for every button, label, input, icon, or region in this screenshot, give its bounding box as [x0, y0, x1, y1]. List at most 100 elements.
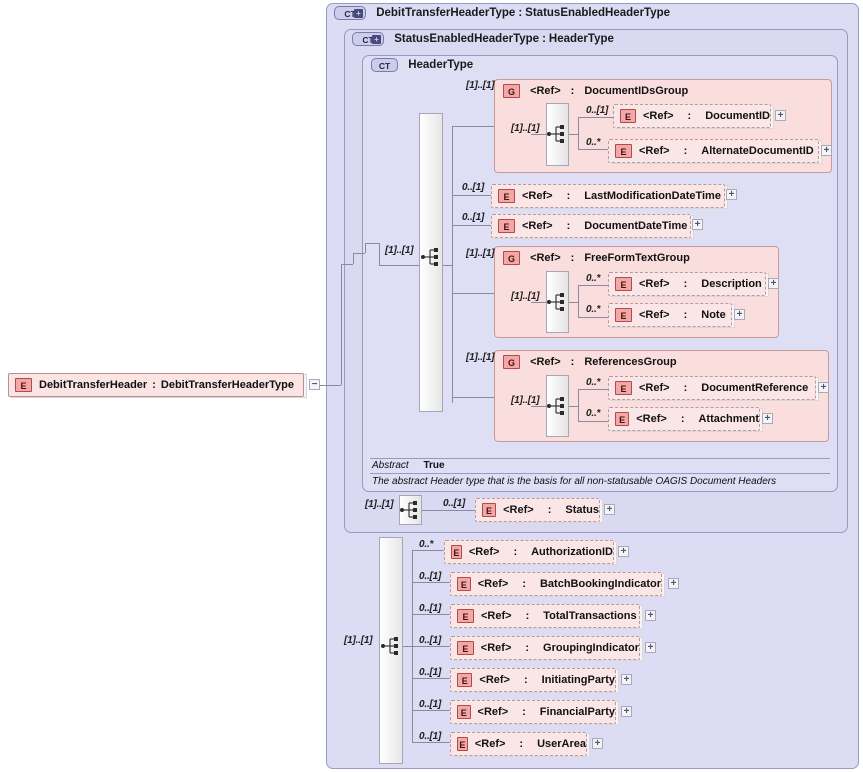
expander-financialparty[interactable]: +: [621, 706, 632, 717]
element-node-note[interactable]: E <Ref>:Note: [608, 303, 732, 327]
outer-sequence-bar[interactable]: [379, 537, 403, 764]
cardinality-documentreference: 0..*: [586, 377, 601, 388]
element-node-documentdatetime[interactable]: E <Ref>:DocumentDateTime: [491, 214, 691, 238]
group-sep-2: :: [570, 355, 575, 368]
annotation-abstract-key: Abstract: [372, 460, 409, 471]
element-node-groupingindicator[interactable]: E <Ref>:GroupingIndicator: [450, 636, 640, 660]
expander-alternatedocumentid[interactable]: +: [821, 145, 832, 156]
element-node-debittransferheader[interactable]: E DebitTransferHeader:DebitTransferHeade…: [8, 373, 304, 397]
connector-group-1-stem: [569, 302, 578, 303]
connector-to-group-0: [452, 126, 494, 127]
expander-lastmodificationdatetime[interactable]: +: [726, 189, 737, 200]
element-node-lastmodificationdatetime[interactable]: E <Ref>:LastModificationDateTime: [491, 184, 725, 208]
connector-documentreference: [578, 389, 608, 390]
sequence-icon-headertype: [421, 248, 438, 266]
expander-totaltransactions[interactable]: +: [645, 610, 656, 621]
expander-documentreference[interactable]: +: [818, 382, 829, 393]
connector-to-group-2: [452, 397, 494, 398]
group-header-freeformtextgroup: G <Ref>:FreeFormTextGroup: [503, 251, 690, 265]
connector-group-0-stem: [569, 134, 578, 135]
expander-userarea[interactable]: +: [592, 738, 603, 749]
cardinality-status: 0..[1]: [443, 498, 466, 509]
cardinality-alternatedocumentid: 0..*: [586, 137, 601, 148]
cardinality-group-0-inner: [1]..[1]: [511, 123, 540, 134]
element-badge-icon-groupingindicator: E: [457, 641, 474, 655]
element-badge-icon-alternatedocumentid: E: [615, 144, 632, 158]
element-ref-documentid: <Ref>: [642, 110, 674, 122]
connector-alternatedocumentid: [578, 149, 608, 150]
cardinality-userarea: 0..[1]: [419, 731, 442, 742]
expander-root-element[interactable]: −: [309, 379, 320, 390]
ct-icon-2[interactable]: CT: [371, 58, 398, 72]
connector-headertype-spine: [452, 126, 453, 403]
connector-gutter-lvl2-top: [353, 253, 365, 254]
element-name-lastmodificationdatetime: LastModificationDateTime: [584, 190, 721, 202]
group-ref-2: <Ref>: [530, 355, 561, 368]
expander-groupingindicator[interactable]: +: [645, 642, 656, 653]
expander-status[interactable]: +: [604, 504, 615, 515]
element-node-attachment[interactable]: E <Ref>:Attachment: [608, 407, 760, 431]
element-sep-authorizationid: :: [513, 546, 518, 558]
element-node-financialparty[interactable]: E <Ref>:FinancialParty: [450, 700, 616, 724]
expander-documentid[interactable]: +: [775, 110, 786, 121]
element-badge-icon-documentreference: E: [615, 381, 632, 395]
connector-attachment: [578, 421, 608, 422]
element-node-totaltransactions[interactable]: E <Ref>:TotalTransactions: [450, 604, 640, 628]
element-badge-icon-batchbookingindicator: E: [457, 577, 471, 591]
element-node-batchbookingindicator[interactable]: E <Ref>:BatchBookingIndicator: [450, 572, 662, 596]
expander-batchbookingindicator[interactable]: +: [668, 578, 679, 589]
element-node-status[interactable]: E <Ref>:Status: [475, 498, 600, 522]
headertype-sequence-bar[interactable]: [419, 113, 443, 412]
connector-group-2-spine: [578, 389, 579, 421]
connector-gutter-lvl3: [365, 243, 366, 253]
element-sep-attachment: :: [680, 413, 685, 425]
expander-documentdatetime[interactable]: +: [692, 219, 703, 230]
ct-name-1: StatusEnabledHeaderType: [394, 33, 540, 46]
ct-plus-icon-1[interactable]: CT+: [352, 32, 384, 46]
element-node-alternatedocumentid[interactable]: E <Ref>:AlternateDocumentID: [608, 139, 819, 163]
annotation-documentation: The abstract Header type that is the bas…: [372, 476, 777, 487]
cardinality-group-2-inner: [1]..[1]: [511, 395, 540, 406]
root-element-type: DebitTransferHeaderType: [160, 379, 294, 391]
expander-description[interactable]: +: [768, 278, 779, 289]
cardinality-financialparty: 0..[1]: [419, 699, 442, 710]
element-badge-icon-note: E: [615, 308, 632, 322]
element-node-documentid[interactable]: E <Ref>:DocumentID: [613, 104, 771, 128]
element-ref-note: <Ref>: [639, 309, 670, 321]
cardinality-outer-sequence: [1]..[1]: [344, 635, 373, 646]
element-node-documentreference[interactable]: E <Ref>:DocumentReference: [608, 376, 816, 400]
element-sep-totaltransactions: :: [525, 610, 530, 622]
ct-sep-0: :: [518, 7, 523, 20]
element-sep-documentid: :: [687, 110, 692, 122]
connector-into-headertype-bar: [379, 265, 419, 266]
connector-root-to-container: [320, 385, 341, 386]
element-badge-icon-lastmodificationdatetime: E: [498, 189, 515, 203]
element-name-totaltransactions: TotalTransactions: [543, 610, 637, 622]
expander-note[interactable]: +: [734, 309, 745, 320]
ct-name-2: HeaderType: [408, 59, 474, 72]
group-ref-1: <Ref>: [530, 251, 561, 264]
connector-documentid: [578, 117, 613, 118]
group-name-2: ReferencesGroup: [584, 355, 677, 368]
element-name-status: Status: [565, 504, 599, 516]
expander-initiatingparty[interactable]: +: [621, 674, 632, 685]
element-badge-icon-authorizationid: E: [451, 545, 462, 559]
element-ref-groupingindicator: <Ref>: [480, 642, 512, 654]
element-node-initiatingparty[interactable]: E <Ref>:InitiatingParty: [450, 668, 616, 692]
element-node-description[interactable]: E <Ref>:Description: [608, 272, 766, 296]
element-ref-initiatingparty: <Ref>: [479, 674, 510, 686]
cardinality-lastmodificationdatetime: 0..[1]: [462, 182, 485, 193]
connector-userarea: [412, 742, 450, 743]
element-name-note: Note: [701, 309, 726, 321]
element-badge-icon-status: E: [482, 503, 497, 517]
element-ref-attachment: <Ref>: [636, 413, 667, 425]
sequence-icon-outer: [381, 637, 398, 655]
cardinality-documentid: 0..[1]: [586, 105, 609, 116]
connector-gutter-lvl2: [353, 253, 354, 264]
element-ref-financialparty: <Ref>: [477, 706, 509, 718]
expander-attachment[interactable]: +: [762, 413, 773, 424]
element-node-authorizationid[interactable]: E <Ref>:AuthorizationID: [444, 540, 614, 564]
element-node-userarea[interactable]: E <Ref>:UserArea: [450, 732, 587, 756]
ct-plus-icon-0[interactable]: CT+: [334, 6, 366, 20]
expander-authorizationid[interactable]: +: [618, 546, 629, 557]
